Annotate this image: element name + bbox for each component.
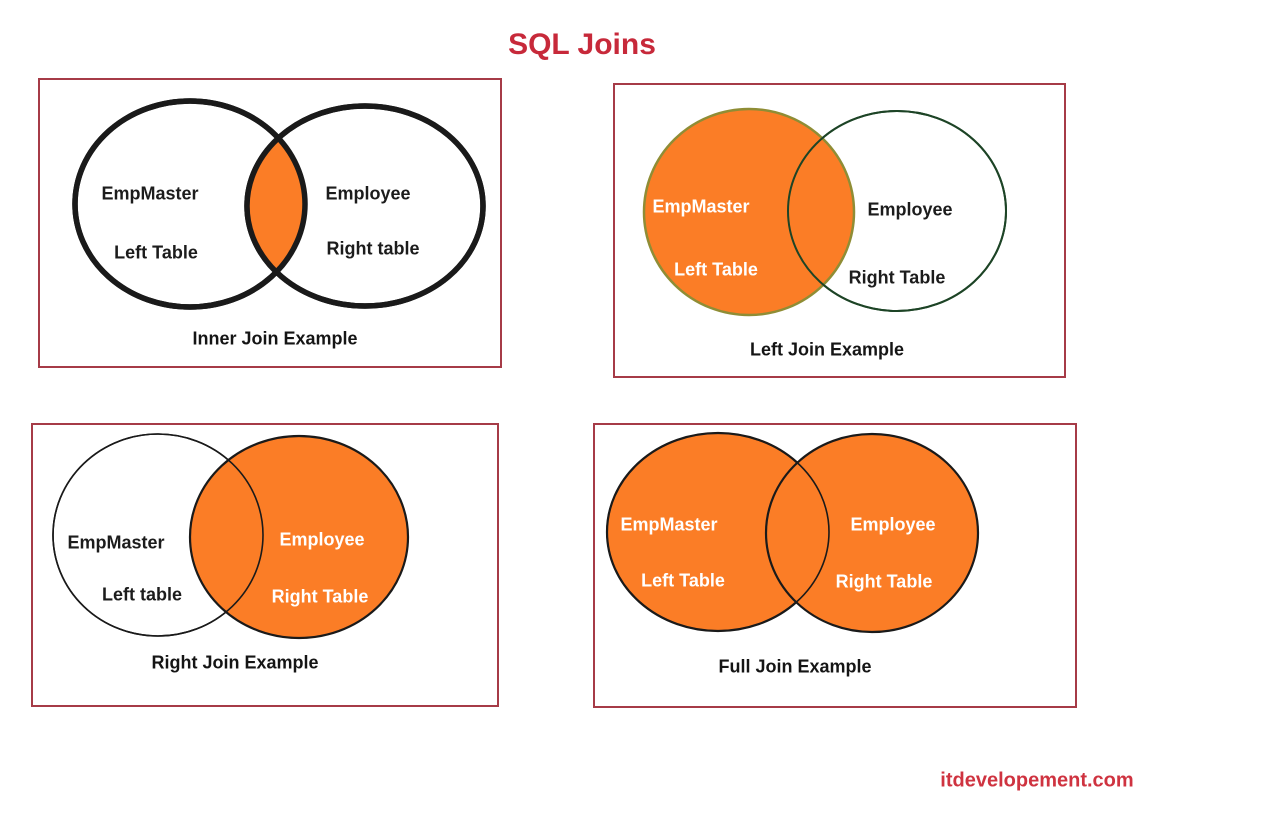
- panel-caption: Right Join Example: [151, 652, 319, 673]
- right-table-name: Employee: [867, 199, 953, 220]
- left-table-name: EmpMaster: [101, 183, 199, 204]
- right-circle-outline: [787, 110, 1007, 312]
- website-credit: itdevelopement.com: [940, 769, 1134, 792]
- left-table-role: Left Table: [674, 259, 758, 280]
- right-table-role: Right Table: [835, 571, 933, 592]
- right-circle-outline: [244, 103, 486, 309]
- right-table-name: Employee: [325, 183, 411, 204]
- panel-left-join: EmpMaster Left Table Employee Right Tabl…: [613, 83, 1066, 378]
- left-circle-outline: [606, 432, 830, 632]
- left-join-venn: [642, 107, 1007, 317]
- page-title: SQL Joins: [508, 28, 656, 61]
- right-table-name: Employee: [850, 514, 936, 535]
- full-join-venn: [605, 431, 980, 634]
- right-table-role: Right Table: [271, 586, 369, 607]
- left-table-role: Left table: [101, 584, 183, 605]
- left-circle-outline: [52, 433, 264, 637]
- left-circle: [642, 107, 856, 317]
- right-table-name: Employee: [279, 529, 365, 550]
- left-table-role: Left Table: [641, 570, 725, 591]
- panel-full-join: EmpMaster Left Table Employee Right Tabl…: [593, 423, 1077, 708]
- panel-caption: Full Join Example: [718, 656, 872, 677]
- right-circle: [764, 432, 980, 634]
- left-table-name: EmpMaster: [67, 532, 165, 553]
- right-table-role: Right table: [326, 238, 420, 259]
- left-table-role: Left Table: [114, 242, 198, 263]
- right-table-role: Right Table: [848, 267, 946, 288]
- inner-join-venn: [72, 98, 486, 310]
- panel-caption: Inner Join Example: [192, 328, 358, 349]
- left-table-name: EmpMaster: [652, 196, 750, 217]
- right-circle: [188, 434, 410, 640]
- panel-caption: Left Join Example: [749, 339, 905, 360]
- left-circle-outline: [72, 98, 308, 310]
- right-join-venn: [52, 433, 410, 640]
- panel-right-join: EmpMaster Left table Employee Right Tabl…: [31, 423, 499, 707]
- left-table-name: EmpMaster: [620, 514, 718, 535]
- panel-inner-join: EmpMaster Left Table Employee Right tabl…: [38, 78, 502, 368]
